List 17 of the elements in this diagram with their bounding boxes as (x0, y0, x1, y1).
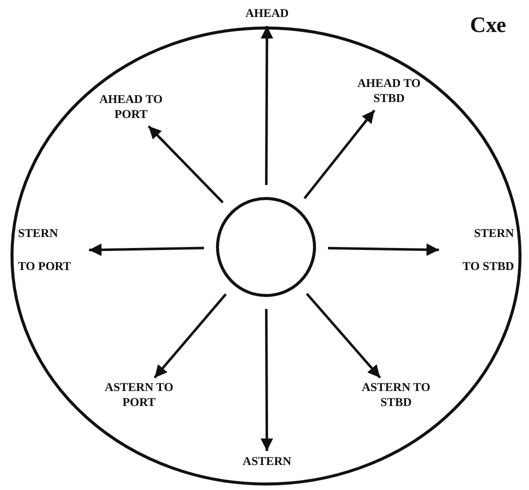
direction-label: AHEAD TO PORT (98, 92, 164, 124)
direction-label: AHEAD (236, 6, 298, 23)
arrow (304, 110, 376, 200)
direction-label: ASTERN (234, 454, 300, 471)
direction-label: STERN TO STBD (442, 226, 514, 274)
arrow (260, 26, 274, 185)
arrow (154, 293, 227, 378)
direction-label: ASTERN TO STBD (360, 380, 432, 412)
direction-label: AHEAD TO STBD (356, 76, 422, 108)
arrow (148, 125, 224, 204)
direction-label: STERN TO PORT (18, 226, 86, 274)
direction-label: ASTERN TO PORT (104, 380, 174, 412)
arrow (88, 244, 204, 256)
arrow (260, 309, 274, 451)
arrow (306, 292, 382, 379)
arrow (328, 243, 440, 256)
heading-fragment: Схе (470, 12, 506, 38)
